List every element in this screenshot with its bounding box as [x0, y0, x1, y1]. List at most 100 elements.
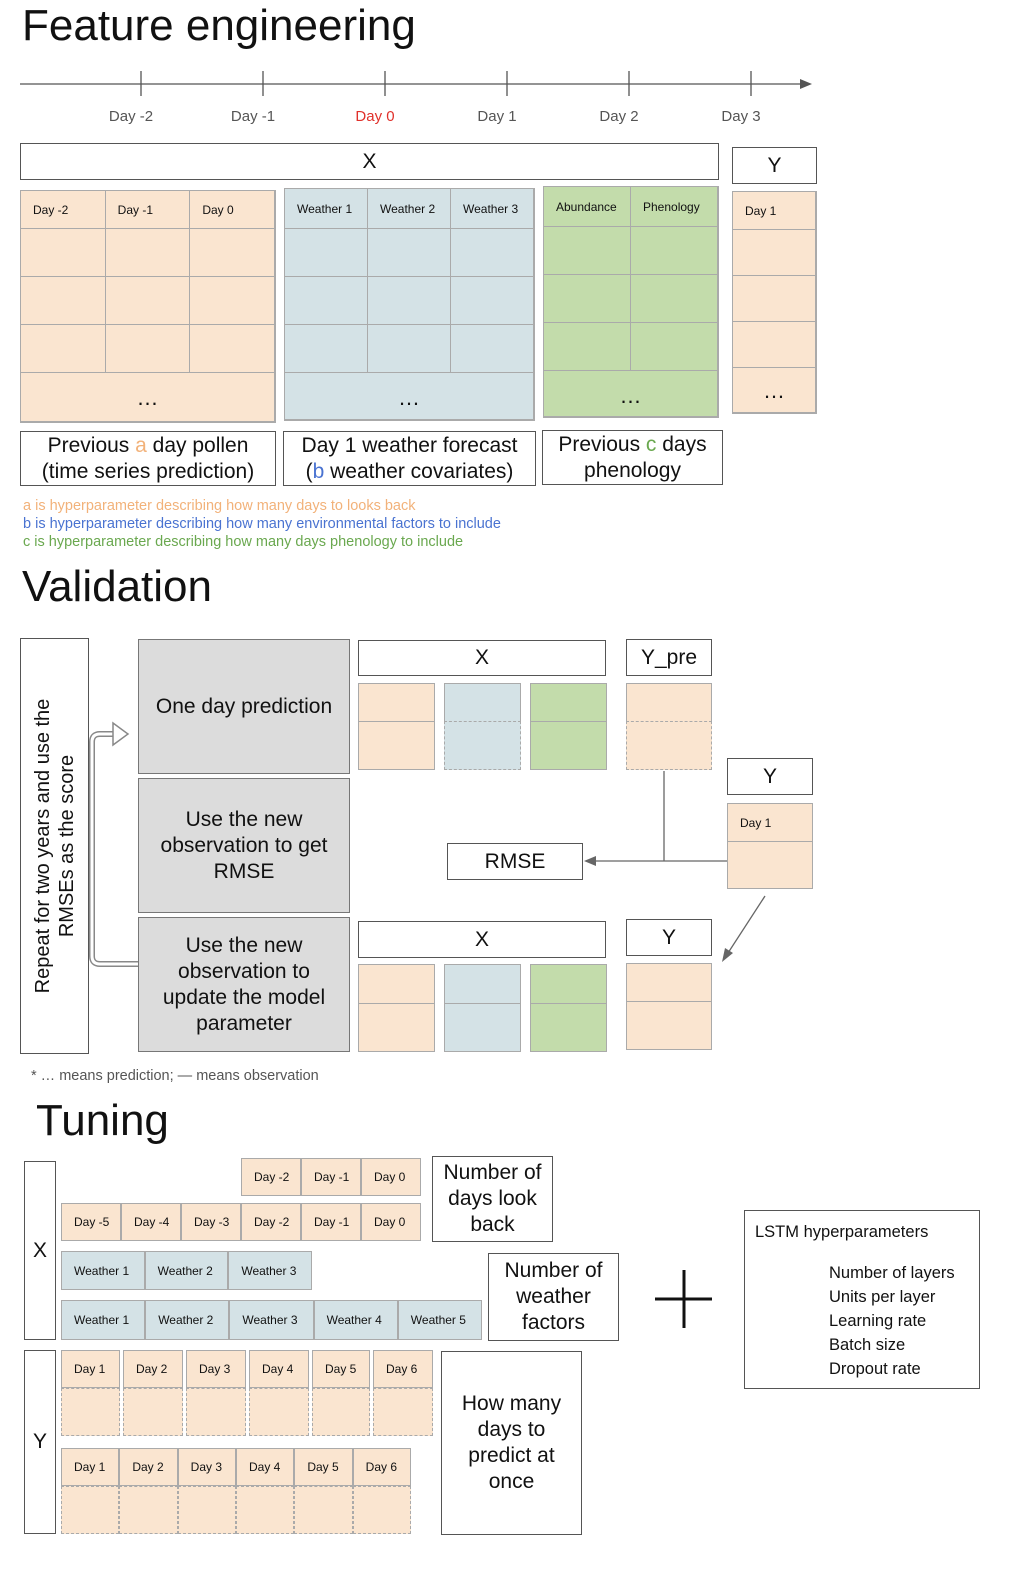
validation-loop-label: Repeat for two years and use the RMSEs a… — [31, 698, 78, 994]
lstm-item-list: Number of layers Units per layer Learnin… — [829, 1261, 955, 1381]
phenology-table: Abundance Phenology … — [543, 186, 719, 418]
tuning-predict-1-day-2: Day 2 — [123, 1350, 183, 1388]
validation-loop-box: Repeat for two years and use the RMSEs a… — [20, 638, 89, 1054]
tuning-predict-2-cell-4 — [235, 1486, 295, 1534]
tuning-predict-label: How many days to predict at once — [441, 1351, 582, 1535]
tuning-weather-short: Weather 1 Weather 2 Weather 3 — [61, 1251, 312, 1290]
tuning-lookback-label: Number of days look back — [432, 1156, 553, 1242]
phenology-header-phenology: Phenology — [631, 187, 718, 227]
tuning-predict-2-day-6: Day 6 — [352, 1448, 411, 1486]
val2-y-cell-bottom — [626, 1001, 712, 1050]
tuning-predict-row-2: Day 1 Day 2 Day 3 Day 4 Day 5 Day 6 — [61, 1448, 411, 1534]
validation-y-observed-box: Y — [727, 758, 813, 795]
phenology-header-abundance: Abundance — [544, 187, 631, 227]
tuning-lookback-short-day-minus-2: Day -2 — [241, 1158, 301, 1196]
pollen-table: Day -2 Day -1 Day 0 … — [20, 190, 276, 423]
val1-ypre-cell-bottom — [626, 721, 712, 770]
lstm-item-learning-rate: Learning rate — [829, 1312, 927, 1330]
validation-footnote: * … means prediction; — means observatio… — [31, 1068, 319, 1084]
tuning-weather-short-1: Weather 1 — [61, 1251, 145, 1290]
val1-phen-cell-top — [530, 683, 607, 722]
timeline-tick-day-1: Day 1 — [477, 108, 517, 125]
tuning-lookback-long-day-minus-5: Day -5 — [61, 1203, 121, 1241]
val1-pollen-cell-bottom — [358, 721, 435, 770]
validation-step-update-model: Use the new observation to update the mo… — [138, 917, 350, 1052]
tuning-predict-2-day-5: Day 5 — [294, 1448, 353, 1486]
tuning-weather-long-4: Weather 4 — [313, 1300, 398, 1340]
validation-x-box-1: X — [358, 640, 606, 676]
tuning-weather-long: Weather 1 Weather 2 Weather 3 Weather 4 … — [61, 1300, 482, 1340]
tuning-y-label-box: Y — [24, 1350, 56, 1534]
lstm-item-units: Units per layer — [829, 1288, 936, 1306]
note-c: c is hyperparameter describing how many … — [23, 534, 464, 550]
caption-phenology: Previous c days phenology — [542, 430, 723, 485]
tuning-weather-long-2: Weather 2 — [145, 1300, 230, 1340]
val1-pollen-cell-top — [358, 683, 435, 722]
tuning-predict-2-cell-3 — [177, 1486, 236, 1534]
weather-header-1: Weather 1 — [285, 189, 368, 229]
timeline-tick-day-minus-2: Day -2 — [108, 108, 154, 125]
validation-step-get-rmse: Use the new observation to get RMSE — [138, 778, 350, 913]
lstm-item-layers: Number of layers — [829, 1264, 955, 1282]
tuning-lookback-short-day-minus-1: Day -1 — [301, 1158, 361, 1196]
val1-weather-cell-bottom — [444, 721, 521, 770]
tuning-predict-2-cell-6 — [352, 1486, 411, 1534]
lstm-item-dropout: Dropout rate — [829, 1360, 921, 1378]
tuning-weather-long-1: Weather 1 — [61, 1300, 146, 1340]
tuning-predict-2-day-4: Day 4 — [235, 1448, 295, 1486]
weather-header-2: Weather 2 — [368, 189, 451, 229]
feature-y-box: Y — [732, 147, 817, 184]
lstm-hyperparameters-box: LSTM hyperparameters Number of layers Un… — [744, 1210, 980, 1389]
tuning-predict-1-cell-3 — [186, 1388, 246, 1436]
validation-y-observed-day-1: Day 1 — [727, 803, 813, 842]
tuning-lookback-short: Day -2 Day -1 Day 0 — [241, 1158, 421, 1196]
tuning-weather-short-3: Weather 3 — [228, 1251, 312, 1290]
tuning-predict-1-day-6: Day 6 — [373, 1350, 433, 1388]
pollen-header-day-0: Day 0 — [190, 191, 275, 229]
pollen-ellipsis: … — [21, 373, 275, 422]
tuning-predict-2-day-3: Day 3 — [177, 1448, 236, 1486]
validation-y-box-2: Y — [626, 919, 712, 956]
tuning-x-label-box: X — [24, 1161, 56, 1340]
feature-y-table: Day 1 … — [732, 191, 817, 414]
weather-header-3: Weather 3 — [451, 189, 534, 229]
tuning-predict-2-cell-2 — [119, 1486, 178, 1534]
timeline-tick-day-0: Day 0 — [355, 108, 395, 125]
val2-phen-cell-bottom — [530, 1003, 607, 1052]
lstm-title: LSTM hyperparameters — [755, 1223, 929, 1241]
phenology-ellipsis: … — [544, 371, 718, 417]
feature-y-ellipsis: … — [733, 368, 816, 413]
val2-weather-cell-bottom — [444, 1003, 521, 1052]
pollen-header-day-minus-2: Day -2 — [21, 191, 106, 229]
tuning-weather-long-5: Weather 5 — [397, 1300, 482, 1340]
tuning-predict-1-day-5: Day 5 — [312, 1350, 370, 1388]
tuning-predict-1-cell-2 — [123, 1388, 183, 1436]
rmse-box: RMSE — [447, 843, 583, 880]
val1-ypre-cell-top — [626, 683, 712, 722]
validation-x-box-2: X — [358, 921, 606, 958]
section-title-tuning: Tuning — [36, 1096, 169, 1145]
caption-pollen: Previous a day pollen (time series predi… — [20, 431, 276, 486]
val2-pollen-cell-bottom — [358, 1003, 435, 1052]
tuning-predict-1-cell-5 — [312, 1388, 370, 1436]
section-title-validation: Validation — [22, 562, 212, 611]
tuning-predict-1-day-4: Day 4 — [249, 1350, 309, 1388]
caption-weather: Day 1 weather forecast (b weather covari… — [283, 431, 536, 486]
val1-weather-cell-top — [444, 683, 521, 722]
tuning-predict-2-cell-5 — [294, 1486, 353, 1534]
note-b: b is hyperparameter describing how many … — [23, 516, 501, 532]
validation-step-one-day-prediction: One day prediction — [138, 639, 350, 774]
tuning-predict-2-day-2: Day 2 — [119, 1448, 178, 1486]
val2-phen-cell-top — [530, 964, 607, 1004]
feature-y-header-day-1: Day 1 — [733, 192, 816, 230]
val2-y-cell-top — [626, 963, 712, 1002]
timeline-tick-day-minus-1: Day -1 — [230, 108, 276, 125]
tuning-lookback-short-day-0: Day 0 — [361, 1158, 421, 1196]
weather-table: Weather 1 Weather 2 Weather 3 … — [284, 188, 535, 421]
tuning-predict-1-day-1: Day 1 — [61, 1350, 120, 1388]
section-title-feature-engineering: Feature engineering — [22, 1, 416, 50]
lstm-item-batch-size: Batch size — [829, 1336, 906, 1354]
tuning-lookback-long-day-minus-2: Day -2 — [241, 1203, 301, 1241]
tuning-predict-1-cell-6 — [373, 1388, 433, 1436]
feature-x-box: X — [20, 143, 719, 180]
